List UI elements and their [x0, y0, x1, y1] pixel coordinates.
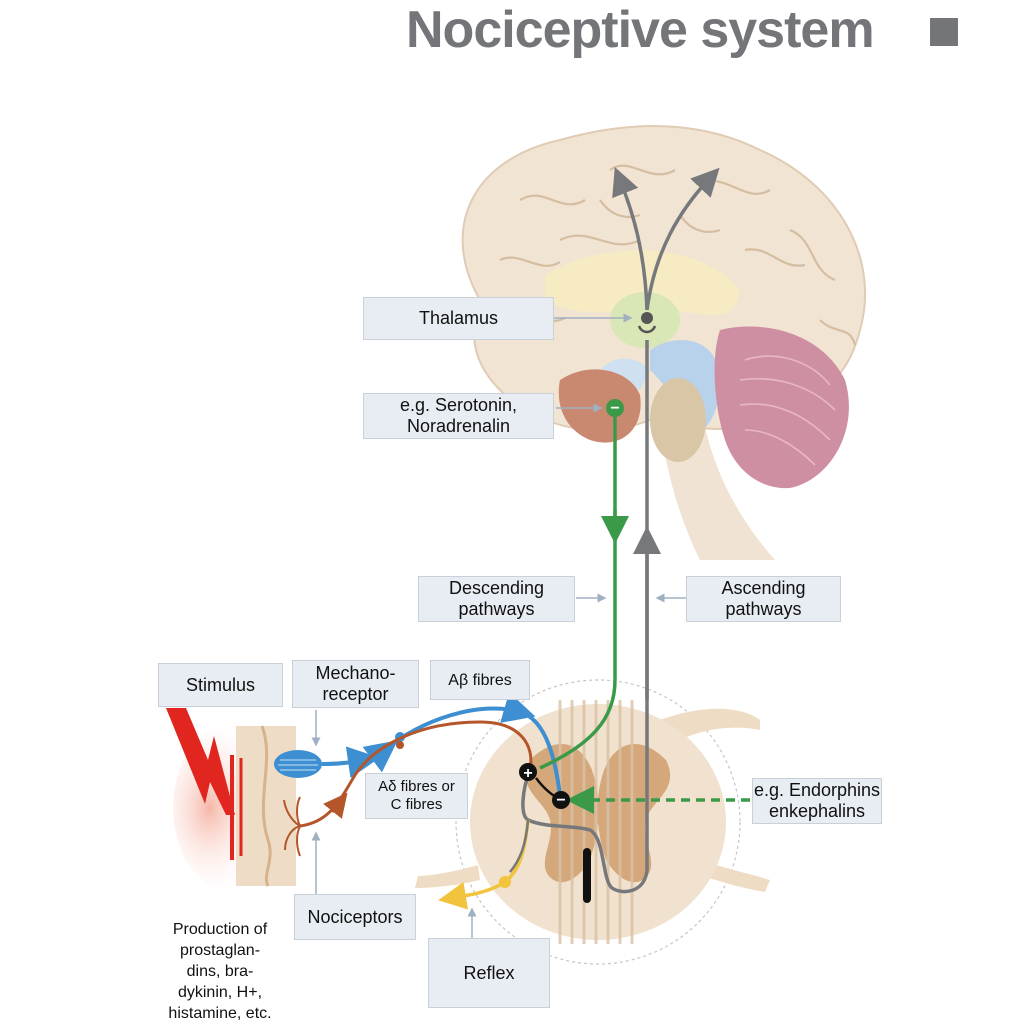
- svg-text:−: −: [556, 792, 565, 809]
- nociceptor-ending-icon: [283, 796, 301, 857]
- nociceptors-label: Nociceptors: [294, 894, 416, 940]
- descending-pathway-path: [539, 410, 617, 770]
- endorphins-label: e.g. Endorphins enkephalins: [752, 778, 882, 824]
- excitation-plus-marker: +: [519, 763, 537, 782]
- serotonin-label: e.g. Serotonin, Noradrenalin: [363, 393, 554, 439]
- thalamus-label: Thalamus: [363, 297, 554, 340]
- reflex-label: Reflex: [428, 938, 550, 1008]
- svg-text:−: −: [610, 400, 619, 417]
- adelta-fibres-label: Aδ fibres or C fibres: [365, 773, 468, 819]
- abeta-fibres-label: Aβ fibres: [430, 660, 530, 700]
- serotonin-inhibition-marker: −: [606, 399, 624, 417]
- production-text: Production of prostaglan- dins, bra- dyk…: [168, 921, 272, 1022]
- svg-text:+: +: [523, 765, 532, 782]
- ascending-pathway-path: [521, 340, 649, 894]
- inhibition-minus-marker: −: [552, 791, 570, 809]
- descending-pathways-label: Descending pathways: [418, 576, 575, 622]
- mechanoreceptor-icon: [274, 750, 322, 778]
- brain-illustration: [461, 125, 867, 560]
- stimulus-label: Stimulus: [158, 663, 283, 707]
- lightning-stimulus-icon: [166, 708, 235, 815]
- title-square-icon: [930, 18, 958, 46]
- mechanoreceptor-label: Mechano- receptor: [292, 660, 419, 708]
- page-title: Nociceptive system: [406, 1, 875, 59]
- ascending-pathways-label: Ascending pathways: [686, 576, 841, 622]
